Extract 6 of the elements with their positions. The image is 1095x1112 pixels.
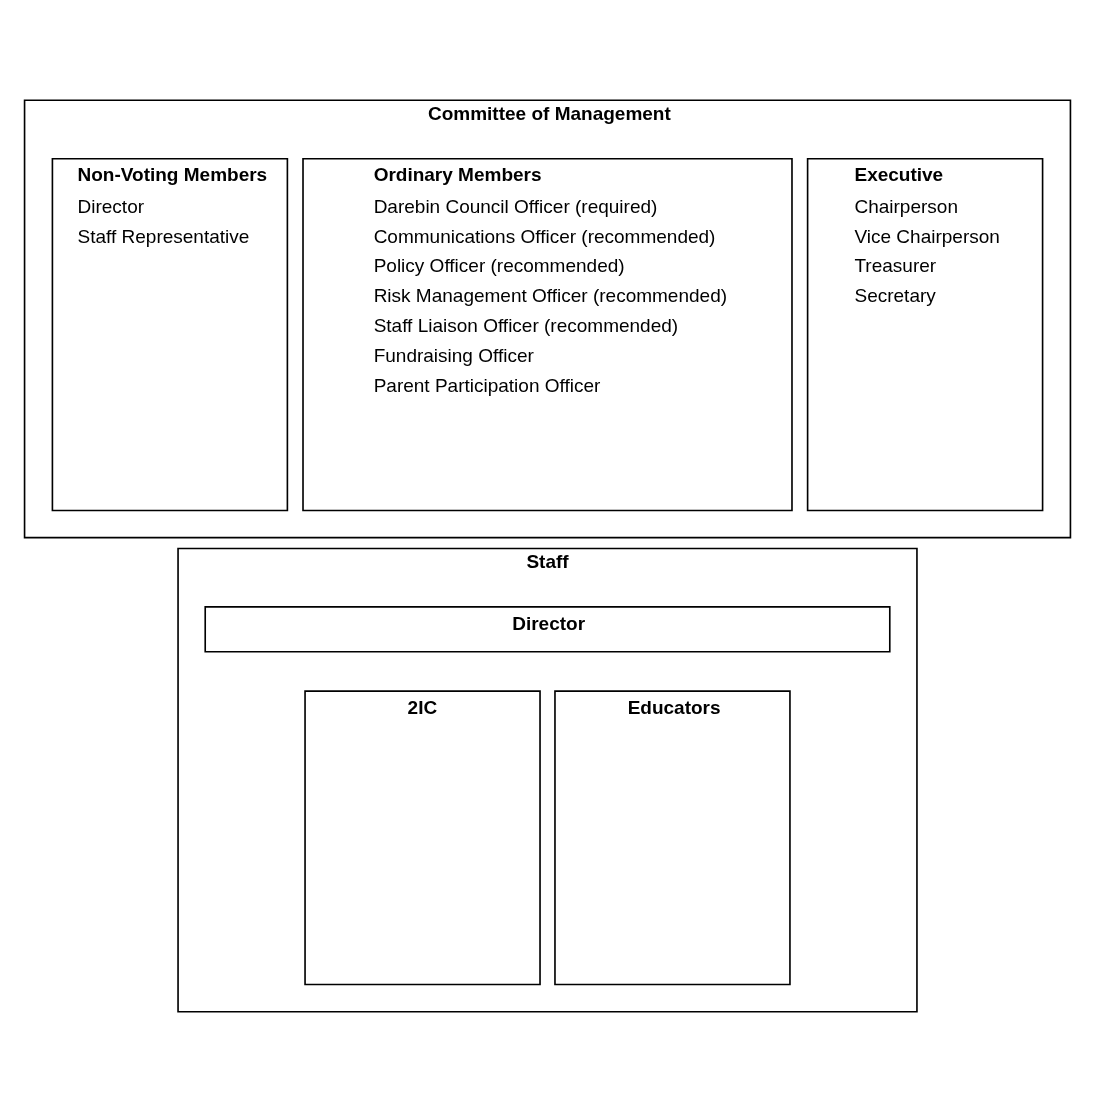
node-box: Ordinary Members Darebin Council Officer (required) Communications Officer (recommended) Policy Officer (recommended) Risk Management Officer (recommended) Staff Liaison Officer (recommended) Fundraising Officer Parent Participation Officer (302, 157, 793, 512)
node-box: Director (204, 606, 891, 653)
node-box: 2IC (304, 690, 541, 986)
node-box: Non-Voting Members Director Staff Representative (51, 157, 289, 512)
node-box: Educators (554, 690, 791, 986)
node-box: Executive Chairperson Vice Chairperson Treasurer Secretary (806, 157, 1044, 512)
